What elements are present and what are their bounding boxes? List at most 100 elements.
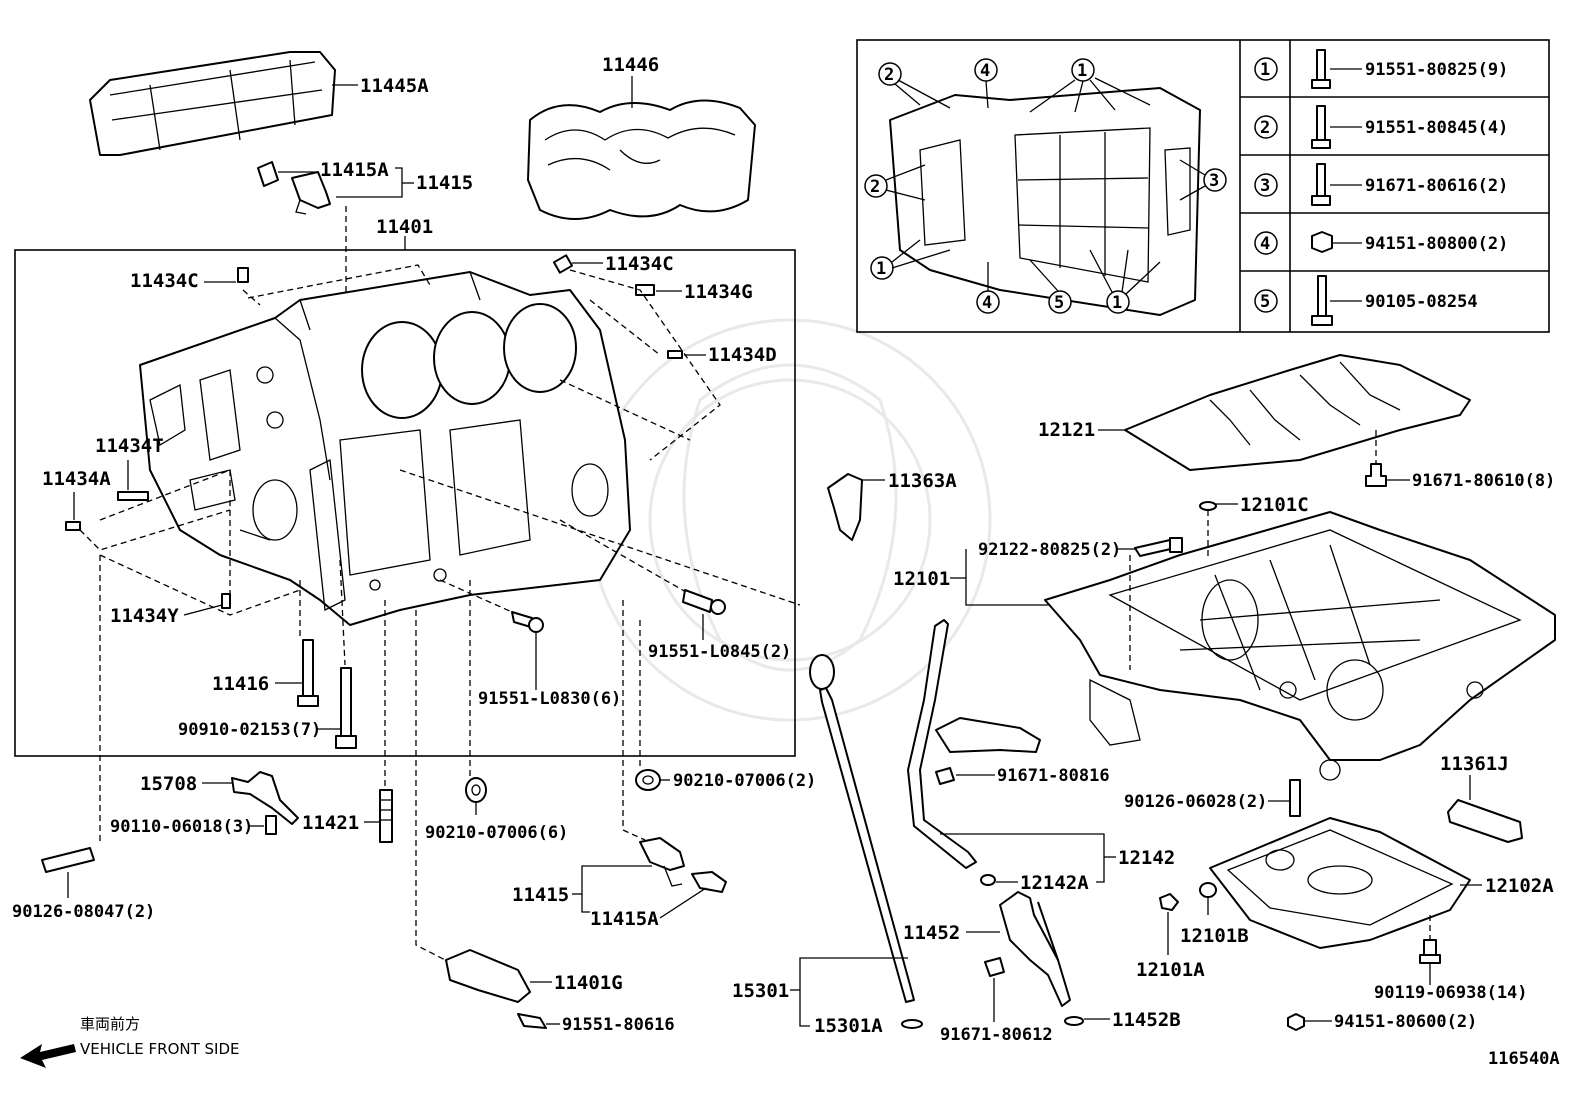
row-num: 4: [1260, 234, 1270, 254]
row-part: 91671-80616(2): [1365, 176, 1508, 196]
label-91551-80616: 91551-80616: [562, 1015, 675, 1035]
drain-plug-12101b: 12101B: [1180, 882, 1249, 947]
label-11401g: 11401G: [554, 972, 623, 994]
baffle-12121: 12121 91671-80610(8): [1038, 354, 1555, 491]
front-jp-label: 車両前方: [80, 1015, 140, 1033]
label-12101b: 12101B: [1180, 925, 1249, 947]
engine-cover-11445a: 11445A: [89, 51, 429, 156]
label-11434g: 11434G: [684, 281, 753, 303]
callout-4-b: 4: [982, 293, 992, 313]
callout-1-a: 1: [1077, 61, 1087, 81]
callout-2-b: 2: [870, 177, 880, 197]
long-dashes: [99, 555, 646, 966]
pin-11434a: [65, 521, 81, 531]
label-12101a: 12101A: [1136, 959, 1205, 981]
label-12101: 12101: [893, 568, 950, 590]
label-90210-a: 90210-07006(2): [673, 771, 816, 791]
label-11445a: 11445A: [360, 75, 429, 97]
label-91551-l0830: 91551-L0830(6): [478, 689, 621, 709]
knock-sensor-top: 11415A 11415: [257, 159, 473, 300]
row-part: 91551-80825(9): [1365, 60, 1508, 80]
label-91551-l0845: 91551-L0845(2): [648, 642, 791, 662]
label-90126-06028: 90126-06028(2): [1124, 792, 1267, 812]
label-11452: 11452: [903, 922, 960, 944]
stud-90126-06028: 90126-06028(2): [1124, 779, 1301, 817]
seal-90210-a: 90210-07006(2): [635, 769, 816, 791]
pin-11434c-right: [552, 254, 574, 274]
bolt-91551-l0845: [682, 589, 713, 613]
label-15301a: 15301A: [814, 1015, 883, 1037]
oil-pan-12101: 12101C 92122-80825(2) 12101: [893, 494, 1556, 781]
pin-11434g: [635, 284, 655, 296]
label-11434y: 11434Y: [110, 605, 179, 627]
bolt-90119: 90119-06938(14): [1374, 915, 1528, 1003]
row-part: 90105-08254: [1365, 292, 1478, 312]
bracket-11363a: 11363A: [827, 470, 957, 541]
sensor-11401g: 11401G 91551-80616: [445, 949, 675, 1035]
label-11434a: 11434A: [42, 468, 111, 490]
label-91671-80612: 91671-80612: [940, 1025, 1053, 1045]
label-11446: 11446: [602, 54, 659, 76]
nut-94151-80600: 94151-80600(2): [1287, 1012, 1477, 1032]
label-11434c-left: 11434C: [130, 270, 199, 292]
label-11421: 11421: [302, 812, 359, 834]
label-90210-b: 90210-07006(6): [425, 823, 568, 843]
row-num: 1: [1260, 60, 1270, 80]
callout-1-b: 1: [876, 259, 886, 279]
label-12142a: 12142A: [1020, 872, 1089, 894]
vehicle-front-indicator: 車両前方 VEHICLE FRONT SIDE: [20, 1015, 240, 1068]
knock-sensor-bottom: 11415 11415A: [512, 837, 727, 930]
bolt-90910: [340, 667, 352, 739]
label-12102a: 12102A: [1485, 875, 1554, 897]
strainer-11452: 11452 91671-80612 11452B: [903, 891, 1181, 1045]
bolts-block: 11416 90910-02153(7) 91551-L0830(6) 9155…: [178, 589, 791, 749]
insulator-11446: 11446: [527, 54, 756, 220]
pin-11434d: [667, 350, 683, 359]
label-90910: 90910-02153(7): [178, 720, 321, 740]
label-91671-80610: 91671-80610(8): [1412, 471, 1555, 491]
diagram-id: 116540A: [1488, 1049, 1560, 1069]
label-12101c: 12101C: [1240, 494, 1309, 516]
inset-row-1: 1 91551-80825(9): [1254, 49, 1508, 89]
inset-row-2: 2 91551-80845(4): [1254, 105, 1508, 149]
label-11416: 11416: [212, 673, 269, 695]
label-11434d: 11434D: [708, 344, 777, 366]
label-11415a-top: 11415A: [320, 159, 389, 181]
row-part: 91551-80845(4): [1365, 118, 1508, 138]
label-11452b: 11452B: [1112, 1009, 1181, 1031]
pin-11434t: [117, 491, 149, 501]
seal-90210-b: 90210-07006(6): [425, 777, 568, 843]
callout-5: 5: [1054, 293, 1064, 313]
label-11434c-right: 11434C: [605, 253, 674, 275]
callout-3: 3: [1209, 171, 1219, 191]
label-11434t: 11434T: [95, 435, 164, 457]
label-90119: 90119-06938(14): [1374, 983, 1528, 1003]
label-11401: 11401: [376, 216, 433, 238]
dipstick-guide-12142: 91671-80816 12142 12142A: [907, 619, 1175, 894]
label-90126-08047: 90126-08047(2): [12, 902, 155, 922]
inset-row-4: 4 94151-80800(2): [1254, 231, 1508, 255]
pins: 11434C 11434C 11434G 11434D 11434T 11434…: [42, 253, 777, 627]
label-12121: 12121: [1038, 419, 1095, 441]
label-90110: 90110-06018(3): [110, 817, 253, 837]
label-15301: 15301: [732, 980, 789, 1002]
row-num: 5: [1260, 292, 1270, 312]
label-92122: 92122-80825(2): [978, 540, 1121, 560]
row-num: 3: [1260, 176, 1270, 196]
inset-row-3: 3 91671-80616(2): [1254, 163, 1508, 206]
bolt-90110: 90110-06018(3): [110, 815, 277, 837]
dipstick-15301: 15301 15301A: [732, 654, 923, 1037]
label-11415-top: 11415: [416, 172, 473, 194]
cylinder-block: [139, 271, 631, 626]
label-11361j: 11361J: [1440, 753, 1509, 775]
row-num: 2: [1260, 118, 1270, 138]
callout-1-c: 1: [1112, 293, 1122, 313]
label-94151-80600: 94151-80600(2): [1334, 1012, 1477, 1032]
label-12142: 12142: [1118, 847, 1175, 869]
callout-2-a: 2: [884, 65, 894, 85]
plate-11361j: 11361J: [1440, 753, 1523, 843]
label-91671-80816: 91671-80816: [997, 766, 1110, 786]
inset-row-5: 5 90105-08254: [1254, 275, 1478, 326]
front-en-label: VEHICLE FRONT SIDE: [80, 1040, 240, 1058]
